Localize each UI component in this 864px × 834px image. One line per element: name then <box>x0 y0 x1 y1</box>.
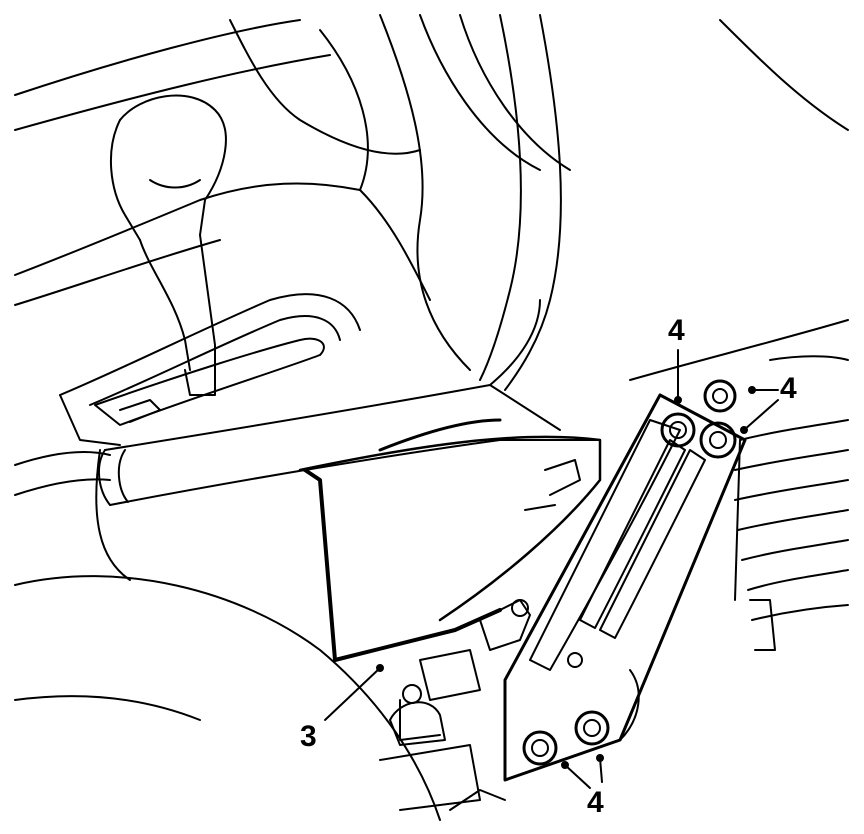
dashboard-lines <box>14 14 849 171</box>
shift-lever <box>110 94 227 396</box>
handbrake-lever <box>98 299 601 506</box>
mounting-plate <box>503 393 747 782</box>
bolt-upper-left <box>660 412 696 448</box>
bolt-upper-right-back <box>703 379 737 413</box>
callout-bracket-3: 3 <box>300 720 317 753</box>
shift-gate <box>94 337 325 426</box>
callout-bolt-right-4: 4 <box>780 372 797 405</box>
seat <box>14 449 441 821</box>
center-console <box>14 14 562 496</box>
console-side-panel <box>298 418 602 662</box>
callout-bolt-top-4: 4 <box>668 314 685 347</box>
bolt-lower-left <box>522 730 558 766</box>
rubber-boot <box>629 319 849 651</box>
bolt-lower-right <box>574 710 610 746</box>
callout-bolt-bottom-4: 4 <box>587 786 604 819</box>
bolts <box>522 379 737 766</box>
leader-lines <box>324 349 779 789</box>
bracket-hardware <box>379 599 531 811</box>
bolt-upper-right-front <box>699 421 737 459</box>
